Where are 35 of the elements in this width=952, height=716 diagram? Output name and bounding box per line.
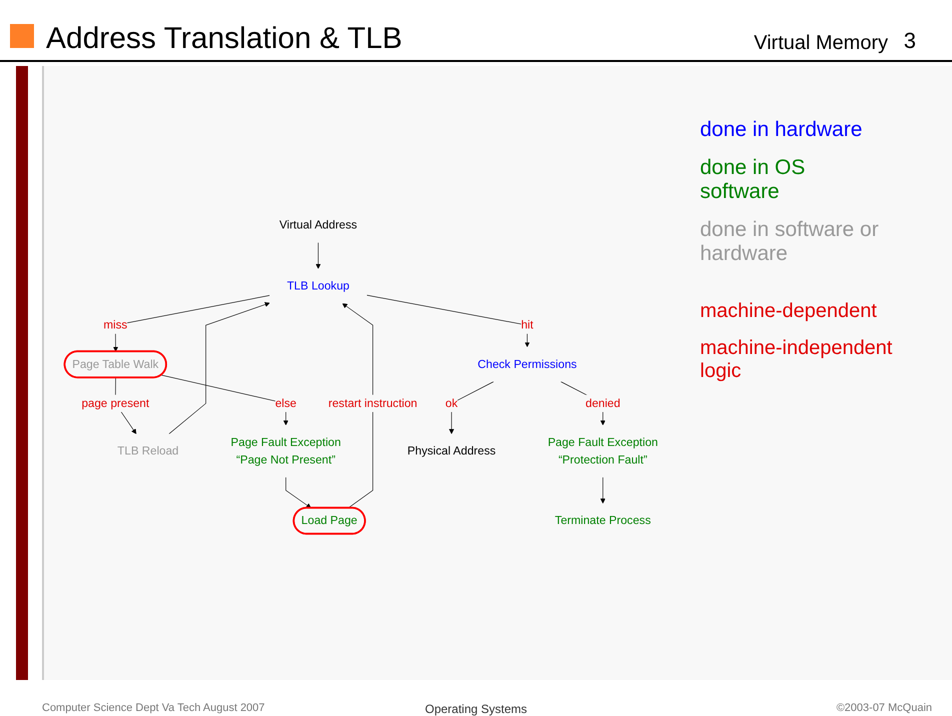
node-text: Check Permissions (478, 358, 577, 371)
section-name: Virtual Memory (754, 32, 888, 55)
edge-label: else (275, 397, 296, 410)
edge-label: restart instruction (328, 397, 418, 410)
edge-label: ok (445, 397, 458, 410)
node-text: Physical Address (407, 444, 496, 458)
edge-label: hit (521, 318, 534, 332)
arrow (600, 477, 606, 504)
legend-entry: done in software or hardware (700, 218, 880, 266)
node-text: TLB Lookup (286, 280, 350, 292)
node-text: Virtual Address (279, 218, 358, 232)
node-text: Page Fault Exception “Page Not Present” (230, 436, 341, 466)
edge-label: denied (585, 397, 620, 410)
footer-text: Computer Science Dept Va Tech August 2007 (42, 702, 265, 714)
node-text: Terminate Process (554, 514, 651, 528)
legend-entry: done in hardware (700, 118, 864, 142)
edge-label: miss (103, 318, 128, 332)
arrow (168, 302, 270, 434)
annotation-text: machine-dependent (700, 300, 878, 323)
footer-text: ©2003-07 McQuain (836, 702, 932, 714)
edge-label: page present (82, 397, 150, 410)
footer-text: Operating Systems (425, 702, 528, 716)
arrow (449, 381, 494, 434)
legend-entry: done in OS software (700, 156, 806, 204)
slide-title: Address Translation & TLB (46, 22, 402, 56)
slide-number: 3 (904, 28, 916, 54)
arrow (113, 295, 270, 352)
arrow (316, 242, 321, 269)
arrow (342, 303, 374, 508)
annotation-text: machine-independent logic (700, 337, 894, 383)
arrow (286, 477, 312, 508)
arrow (366, 294, 530, 348)
arrow (160, 374, 288, 426)
node-text: Page Fault Exception “Protection Fault” (548, 436, 658, 466)
node-text: TLB Reload (117, 444, 179, 458)
